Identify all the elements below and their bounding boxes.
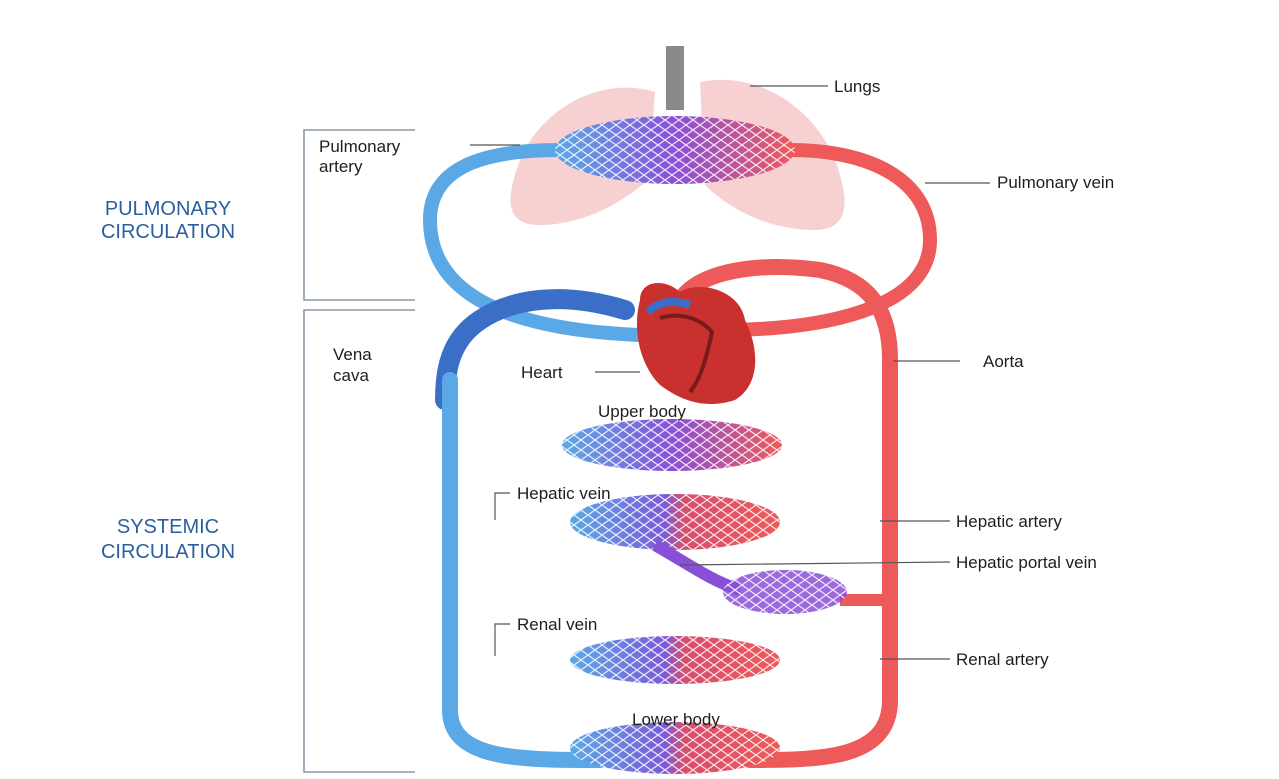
heart-illustration [637, 283, 755, 404]
label-hepatic-vein: Hepatic vein [517, 484, 611, 503]
label-renal-vein: Renal vein [517, 615, 597, 634]
hepatic-portal-vein-vessel [655, 545, 740, 590]
label-pulmonary-artery-2: artery [319, 157, 363, 176]
label-aorta: Aorta [983, 352, 1024, 371]
label-renal-artery: Renal artery [956, 650, 1049, 669]
label-upper-body: Upper body [598, 402, 686, 421]
trachea [666, 46, 684, 110]
systemic-section-label-2: CIRCULATION [101, 541, 235, 563]
label-hepatic-artery: Hepatic artery [956, 512, 1062, 531]
label-lower-body: Lower body [632, 710, 720, 729]
label-vena-cava-1: Vena [333, 345, 372, 364]
label-heart: Heart [521, 363, 563, 382]
systemic-section-label-1: SYSTEMIC [117, 516, 219, 538]
label-lungs: Lungs [834, 77, 880, 96]
label-hepatic-portal-vein: Hepatic portal vein [956, 553, 1097, 572]
label-pulmonary-vein: Pulmonary vein [997, 173, 1114, 192]
pulmonary-section-label-1: PULMONARY [105, 198, 231, 220]
label-vena-cava-2: cava [333, 366, 369, 385]
pulmonary-section-label-2: CIRCULATION [101, 221, 235, 243]
superior-vena-cava [445, 299, 625, 400]
label-pulmonary-artery-1: Pulmonary [319, 137, 401, 156]
